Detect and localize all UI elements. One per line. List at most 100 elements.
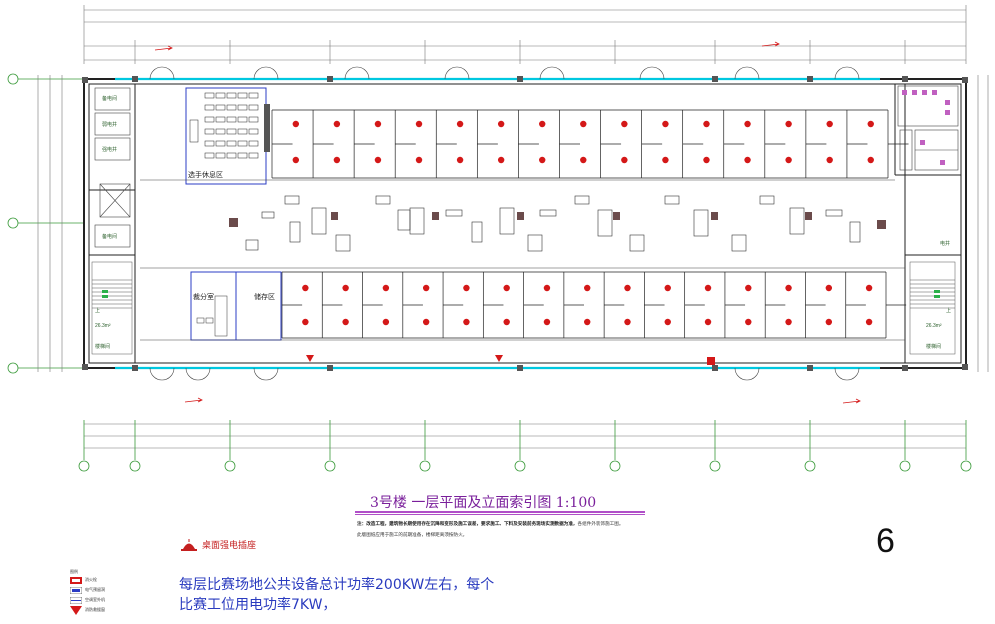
bottom-axis-markers xyxy=(78,420,972,472)
corridor-lines xyxy=(140,179,905,341)
socket-marker xyxy=(662,120,669,128)
label-stair-right: 楼梯间 xyxy=(926,344,942,350)
socket-marker xyxy=(584,318,591,326)
socket-marker xyxy=(584,284,591,292)
referee-and-storage-rooms xyxy=(190,271,282,341)
power-description: 每层比赛场地公共设备总计功率200KW左右，每个 比赛工位用电功率7KW， xyxy=(179,575,494,615)
socket-marker xyxy=(497,156,505,164)
socket-marker xyxy=(374,120,382,128)
socket-marker xyxy=(745,318,752,326)
hydrant-icon xyxy=(70,576,82,584)
right-dimension-lines xyxy=(977,75,989,372)
index-markers xyxy=(154,41,861,404)
legend-label-electric-opening: 电气预留洞 xyxy=(85,587,105,592)
drawing-title: 3号楼 一层平面及立面索引图 1:100 xyxy=(370,495,597,511)
socket-marker xyxy=(785,156,792,164)
central-equipment-dark xyxy=(229,212,886,229)
socket-marker xyxy=(662,156,669,164)
socket-marker xyxy=(302,284,309,292)
socket-marker xyxy=(415,120,423,128)
electric-opening-icon xyxy=(70,586,82,594)
socket-legend: 桌面强电插座 xyxy=(180,538,256,551)
label-storage: 储存区 xyxy=(254,294,275,301)
socket-marker xyxy=(342,284,349,292)
top-workstation-partitions xyxy=(271,109,909,179)
socket-marker xyxy=(503,284,510,292)
glass-curtain-wall xyxy=(115,77,880,370)
socket-marker xyxy=(785,318,792,326)
legend: 图例 消火栓 电气预留洞 空调室外机 消防救援窗 xyxy=(70,569,132,615)
socket-marker xyxy=(456,156,464,164)
socket-marker xyxy=(543,318,551,326)
socket-marker xyxy=(744,156,751,164)
socket-marker xyxy=(580,156,587,164)
power-line-2: 比赛工位用电功率7KW， xyxy=(179,597,337,613)
socket-marker xyxy=(539,156,546,164)
label-left-room-3: 强电井 xyxy=(102,147,118,153)
socket-marker xyxy=(580,120,587,128)
socket-marker xyxy=(744,120,751,128)
legend-item-hydrant: 消火栓 xyxy=(70,575,132,585)
socket-marker xyxy=(825,318,833,326)
socket-marker xyxy=(867,120,874,128)
rescue-window-markers xyxy=(306,355,715,365)
socket-marker xyxy=(621,120,628,128)
power-line-1: 每层比赛场地公共设备总计功率200KW左右，每个 xyxy=(179,577,495,593)
label-up-left: 上 xyxy=(95,308,101,314)
left-dimension-lines xyxy=(37,75,63,372)
socket-marker xyxy=(543,284,551,292)
referee-room-furniture xyxy=(196,295,228,337)
socket-marker xyxy=(785,120,792,128)
structural-columns xyxy=(82,76,968,371)
socket-marker xyxy=(826,156,833,164)
label-left-room-1: 备电间 xyxy=(102,96,118,102)
toilet-fixtures xyxy=(902,90,950,165)
top-dimension-lines xyxy=(83,5,967,64)
drawing-note-1: 注：改造工程，建筑物长期使用存在沉降和变形及施工误差，要求施工、下料及安装前务现… xyxy=(357,521,677,527)
right-stair-arrow xyxy=(934,290,940,298)
top-door-swings xyxy=(149,66,860,80)
socket-marker xyxy=(621,156,628,164)
socket-marker xyxy=(333,156,341,164)
socket-marker xyxy=(745,284,752,292)
socket-marker xyxy=(865,318,873,326)
socket-marker xyxy=(342,318,349,326)
socket-marker xyxy=(292,156,300,164)
socket-marker xyxy=(825,284,833,292)
socket-marker xyxy=(865,284,873,292)
socket-marker xyxy=(382,284,390,292)
label-stair-left: 楼梯间 xyxy=(95,344,111,350)
socket-marker xyxy=(302,318,309,326)
interior-walls xyxy=(88,83,962,364)
bottom-workstation-partitions xyxy=(281,271,907,339)
socket-marker xyxy=(826,120,833,128)
left-stair-arrow xyxy=(102,290,108,298)
legend-item-electric-opening: 电气预留洞 xyxy=(70,585,132,595)
label-left-room-2: 弱电井 xyxy=(102,122,118,128)
exterior-walls xyxy=(83,78,967,369)
bottom-door-swings xyxy=(149,367,860,381)
socket-marker xyxy=(456,120,464,128)
socket-marker xyxy=(664,318,671,326)
label-player-rest: 选手休息区 xyxy=(188,172,223,179)
ac-unit-icon xyxy=(70,596,82,604)
socket-marker xyxy=(463,318,470,326)
page-number: 6 xyxy=(876,522,895,560)
label-left-room-4: 备电间 xyxy=(102,234,118,240)
label-left-area: 26.3m² xyxy=(95,323,111,329)
title-underline-thin xyxy=(355,514,645,515)
drawing-note-2: 此版图纸应用于施工的前期准备，楼梯距离须按防火。 xyxy=(357,532,468,537)
label-right-room: 电井 xyxy=(940,241,951,247)
rest-area-seating xyxy=(189,92,259,159)
player-rest-area xyxy=(185,87,270,185)
socket-marker xyxy=(867,156,874,164)
left-service-rooms xyxy=(94,87,131,248)
note-1-suffix: 各组件外装饰施工图。 xyxy=(577,521,624,526)
title-underline xyxy=(355,511,645,513)
socket-marker xyxy=(422,284,430,292)
label-up-right: 上 xyxy=(946,308,952,314)
socket-marker xyxy=(703,120,710,128)
legend-item-rescue-window: 消防救援窗 xyxy=(70,605,132,615)
legend-label-ac-unit: 空调室外机 xyxy=(85,597,105,602)
